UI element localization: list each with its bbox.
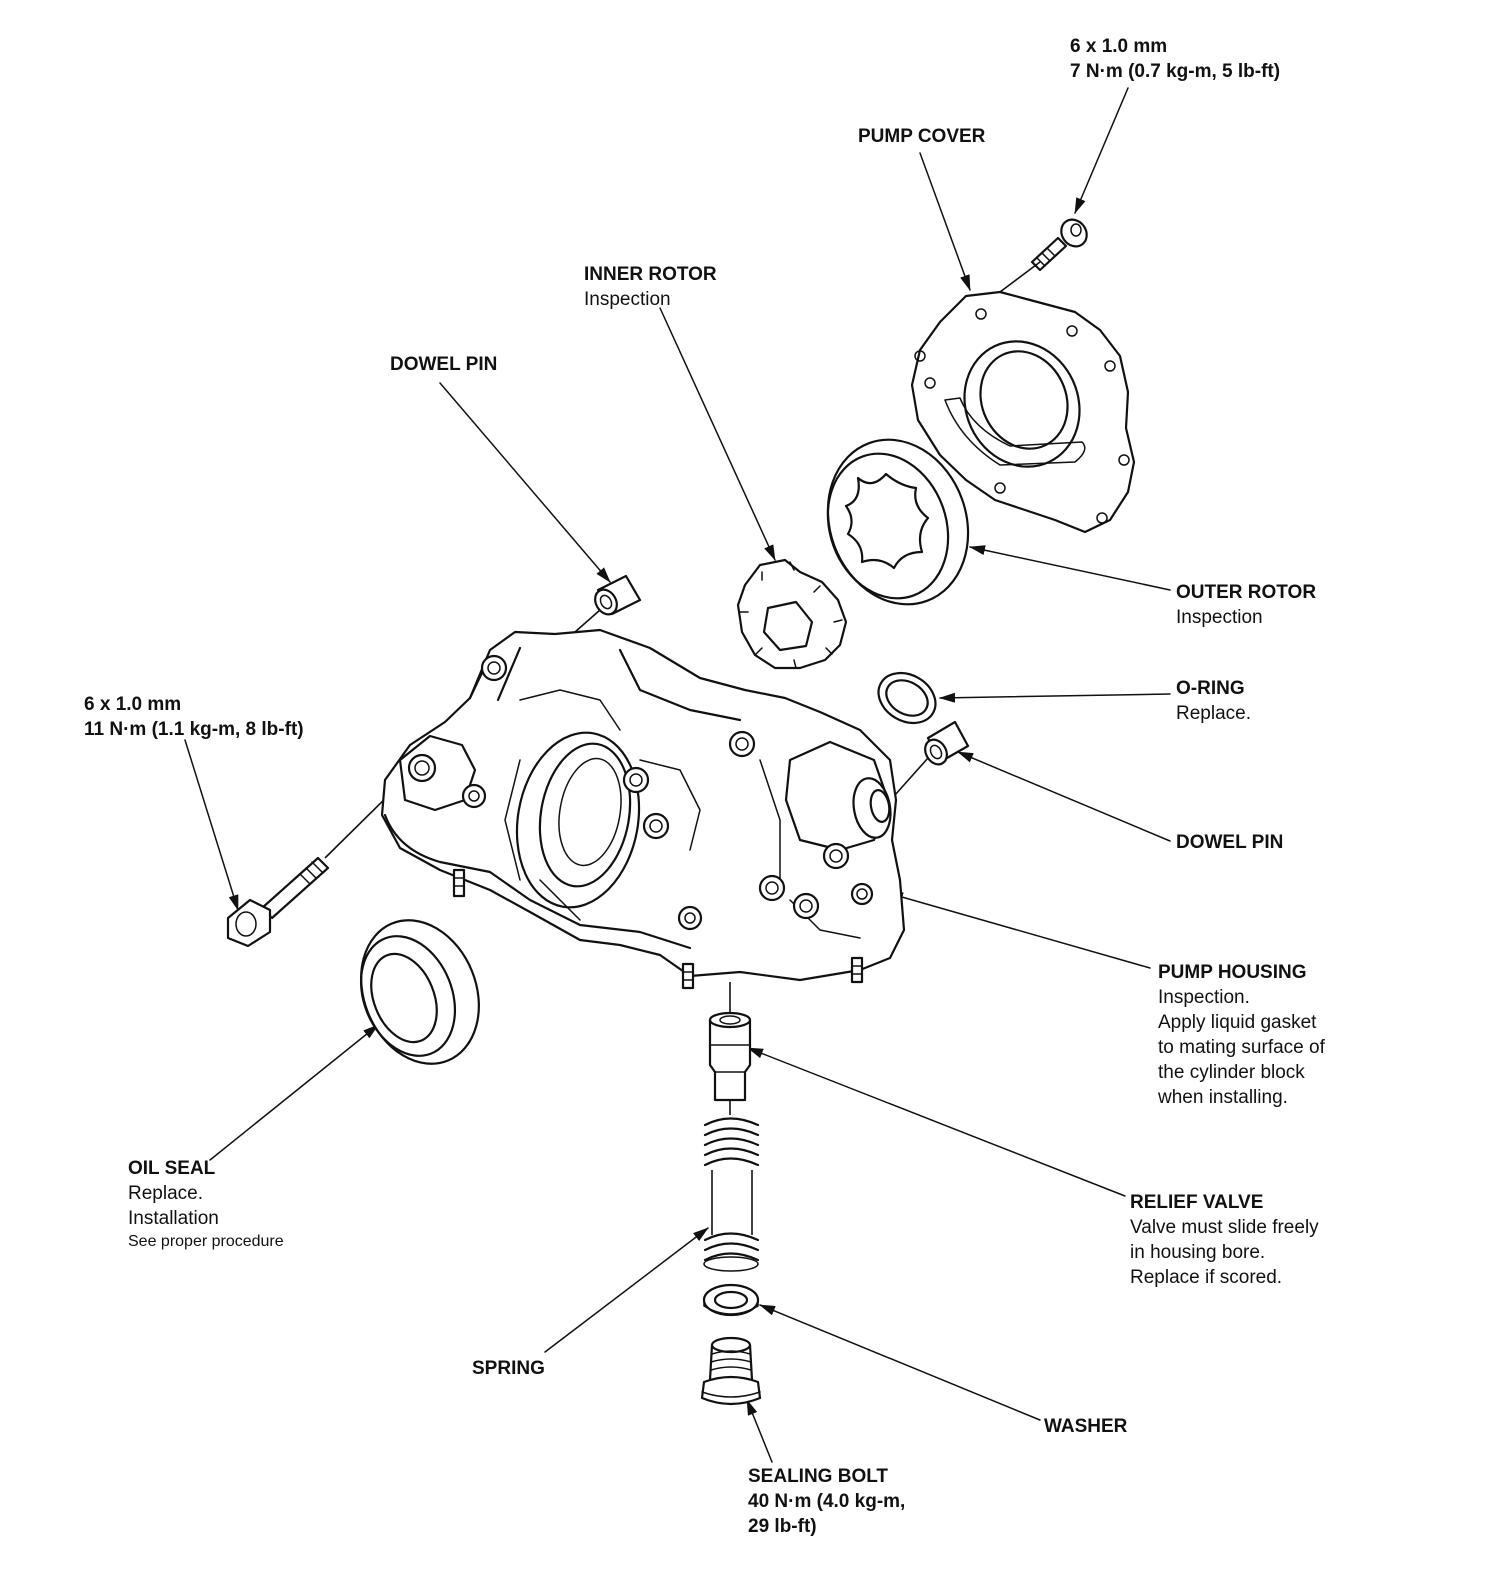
inner-rotor-label: INNER ROTOR: [584, 264, 717, 285]
callout-outer-rotor: OUTER ROTOR Inspection: [1176, 580, 1316, 630]
leader-pump-housing: [887, 892, 1151, 969]
callout-dowel-pin-right: DOWEL PIN: [1176, 830, 1283, 855]
washer-part: [702, 1283, 760, 1317]
housing-bolt-torque: 11 N·m (1.1 kg-m, 8 lb-ft): [84, 719, 304, 740]
cover-bolt-size: 6 x 1.0 mm: [1070, 36, 1168, 57]
oil-seal-note-2: Installation: [128, 1208, 219, 1229]
housing-bolt-part: [226, 856, 330, 948]
sealing-bolt-label: SEALING BOLT: [748, 1466, 889, 1487]
pump-cover-part: [910, 290, 1136, 534]
outer-rotor-note: Inspection: [1176, 607, 1263, 628]
sealing-bolt-part: [700, 1336, 762, 1406]
relief-valve-note-1: Valve must slide freely: [1130, 1217, 1319, 1238]
relief-valve-note-2: in housing bore.: [1130, 1242, 1266, 1263]
leader-relief-valve: [747, 1047, 1126, 1197]
outer-rotor-label: OUTER ROTOR: [1176, 582, 1317, 603]
outer-rotor-part: [826, 438, 970, 606]
callout-housing-bolt: 6 x 1.0 mm 11 N·m (1.1 kg-m, 8 lb-ft): [84, 692, 304, 742]
pump-housing-note-2: Apply liquid gasket: [1158, 1012, 1317, 1033]
callout-pump-housing: PUMP HOUSING Inspection. Apply liquid ga…: [1158, 960, 1325, 1110]
leader-washer: [759, 1304, 1041, 1421]
dowel-pin-top-label: DOWEL PIN: [390, 354, 498, 375]
relief-valve-note-3: Replace if scored.: [1130, 1267, 1283, 1288]
leader-housing-bolt: [184, 739, 239, 911]
o-ring-part: [877, 671, 937, 725]
sealing-bolt-torque-2: 29 lb-ft): [748, 1516, 817, 1537]
leader-outer-rotor: [969, 545, 1171, 591]
leader-pump-cover: [919, 152, 971, 291]
housing-bolt-size: 6 x 1.0 mm: [84, 694, 182, 715]
leader-lines: [184, 87, 1171, 1463]
callout-o-ring: O-RING Replace.: [1176, 676, 1251, 726]
callout-spring: SPRING: [472, 1356, 545, 1381]
callout-washer: WASHER: [1044, 1414, 1127, 1439]
pump-housing-note-1: Inspection.: [1158, 987, 1250, 1008]
pump-housing-note-5: when installing.: [1158, 1087, 1288, 1108]
callout-pump-cover: PUMP COVER: [858, 124, 985, 149]
oil-seal-note-1: Replace.: [128, 1183, 203, 1204]
callout-inner-rotor: INNER ROTOR Inspection: [584, 262, 717, 312]
dowel-pin-right-label: DOWEL PIN: [1176, 832, 1284, 853]
cover-bolt-torque: 7 N·m (0.7 kg-m, 5 lb-ft): [1070, 61, 1281, 82]
spring-label: SPRING: [472, 1358, 545, 1379]
pump-housing-note-3: to mating surface of: [1158, 1037, 1325, 1058]
oil-seal-part: [359, 919, 480, 1065]
callout-relief-valve: RELIEF VALVE Valve must slide freely in …: [1130, 1190, 1319, 1290]
leader-cover-bolt: [1074, 87, 1129, 214]
inner-rotor-part: [736, 558, 848, 670]
oil-seal-label: OIL SEAL: [128, 1158, 216, 1179]
washer-label: WASHER: [1044, 1416, 1128, 1437]
callout-sealing-bolt: SEALING BOLT 40 N·m (4.0 kg-m, 29 lb-ft): [748, 1464, 905, 1539]
o-ring-label: O-RING: [1176, 678, 1245, 699]
relief-valve-part: [708, 1011, 752, 1102]
relief-valve-label: RELIEF VALVE: [1130, 1192, 1264, 1213]
inner-rotor-note: Inspection: [584, 289, 671, 310]
callout-oil-seal: OIL SEAL Replace. Installation See prope…: [128, 1156, 284, 1253]
leader-o-ring: [939, 692, 1171, 703]
leader-sealing-bolt: [746, 1399, 773, 1463]
spring-part: [703, 1117, 760, 1272]
callout-cover-bolt: 6 x 1.0 mm 7 N·m (0.7 kg-m, 5 lb-ft): [1070, 34, 1280, 84]
dowel-pin-right-part: [924, 720, 970, 766]
oil-seal-note-3: See proper procedure: [128, 1233, 284, 1250]
leader-spring: [544, 1227, 709, 1353]
leader-oil-seal: [209, 1024, 379, 1161]
sealing-bolt-torque-1: 40 N·m (4.0 kg-m,: [748, 1491, 906, 1512]
leader-dowel-pin-top: [439, 382, 611, 583]
pump-housing-note-4: the cylinder block: [1158, 1062, 1305, 1083]
o-ring-note: Replace.: [1176, 703, 1251, 724]
pump-housing-part: [380, 628, 906, 990]
dowel-pin-top-part: [594, 574, 642, 616]
callout-dowel-pin-top: DOWEL PIN: [390, 352, 497, 377]
cover-bolt-part: [1030, 218, 1088, 272]
pump-housing-label: PUMP HOUSING: [1158, 962, 1307, 983]
leader-inner-rotor: [659, 307, 776, 561]
pump-cover-label: PUMP COVER: [858, 126, 986, 147]
leader-dowel-pin-right: [957, 751, 1171, 842]
